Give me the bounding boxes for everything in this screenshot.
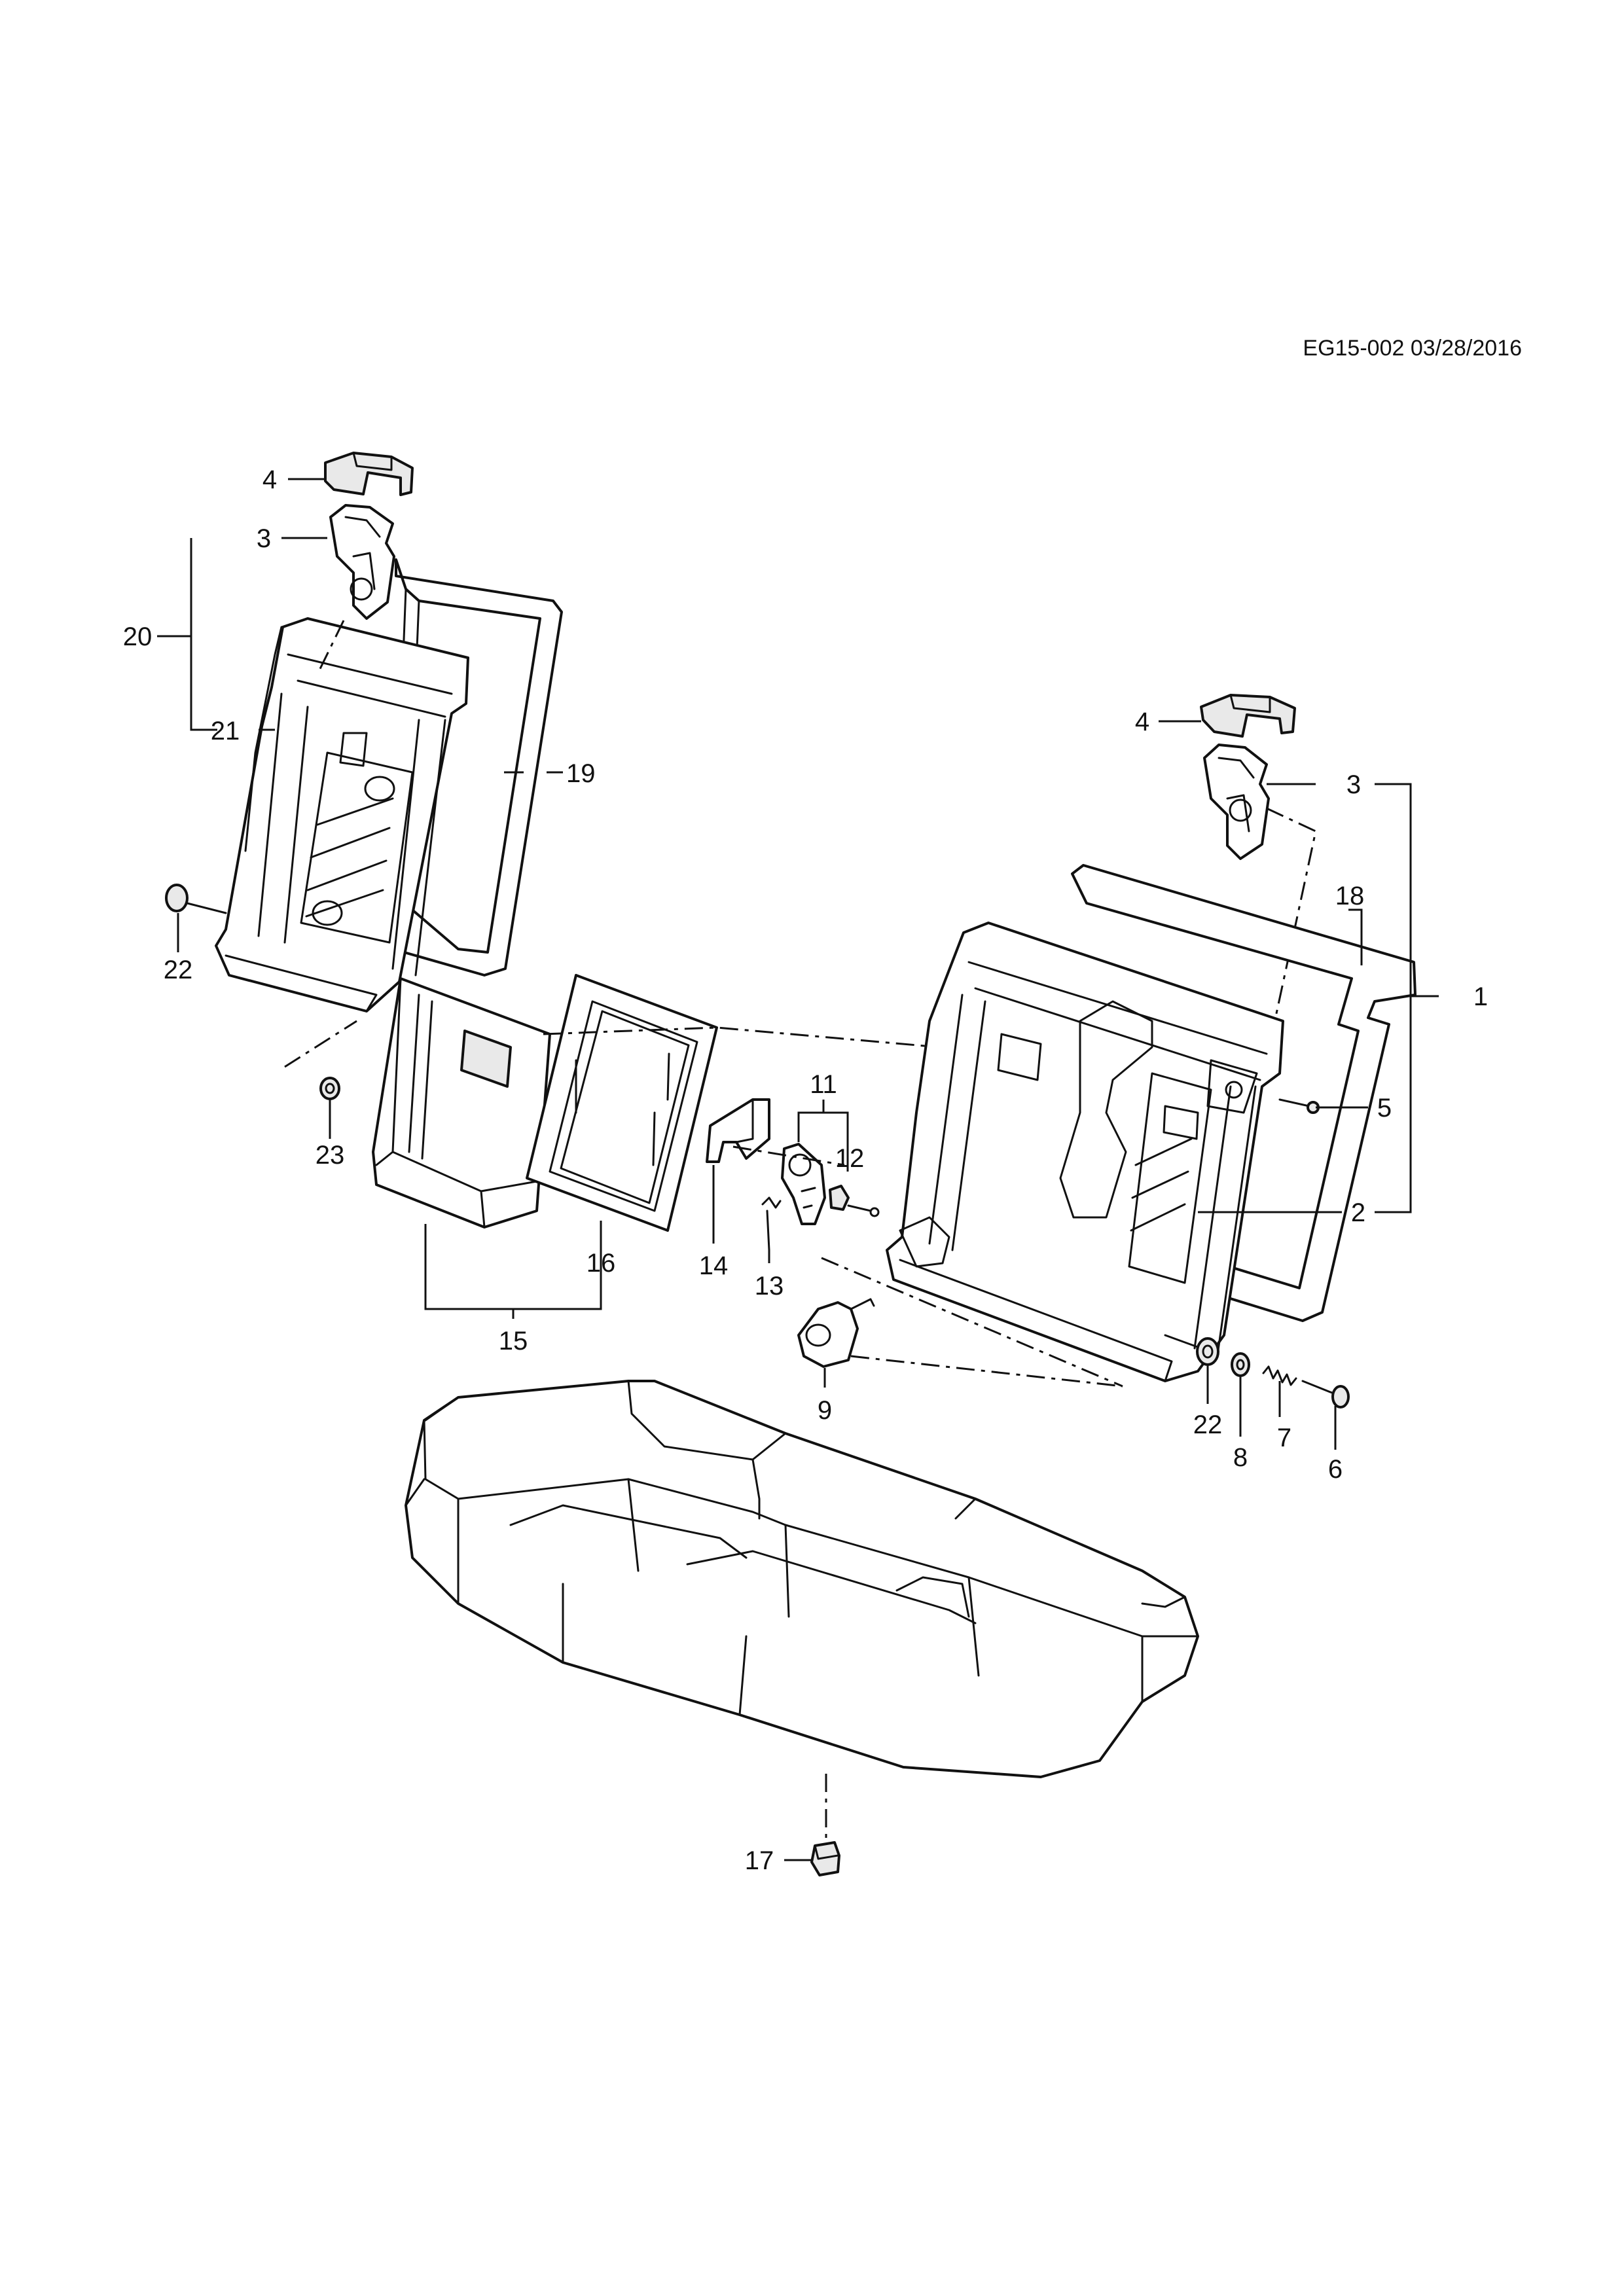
left-seatback-frame xyxy=(215,617,469,1013)
callout-11: 11 xyxy=(810,1070,837,1099)
seat-cushion xyxy=(405,1380,1199,1778)
callout-6: 6 xyxy=(1328,1455,1343,1484)
callout-4-left: 4 xyxy=(262,465,277,494)
right-backrest-pad xyxy=(1071,864,1416,1322)
callout-15: 15 xyxy=(499,1327,528,1355)
callout-3-left: 3 xyxy=(257,524,271,553)
callout-22-left: 22 xyxy=(164,956,193,984)
callout-18: 18 xyxy=(1335,882,1365,910)
right-headrest-guide xyxy=(1203,744,1270,860)
left-grommet xyxy=(319,1077,340,1100)
callout-3-right: 3 xyxy=(1346,770,1361,799)
left-pivot-bushing xyxy=(165,884,227,914)
callout-17: 17 xyxy=(745,1846,774,1875)
armrest-housing xyxy=(372,977,551,1229)
right-frame-screw xyxy=(1278,1098,1320,1114)
latch-spring xyxy=(761,1196,782,1251)
latch-clip xyxy=(829,1185,880,1217)
callout-19: 19 xyxy=(566,759,596,788)
right-spring xyxy=(1262,1365,1297,1386)
right-seatback-frame xyxy=(886,922,1284,1382)
latch-handle xyxy=(797,1298,875,1368)
cushion-fastener xyxy=(810,1841,840,1876)
callout-1: 1 xyxy=(1473,982,1488,1011)
right-headrest-cap xyxy=(1200,694,1296,738)
callout-13: 13 xyxy=(755,1272,784,1300)
latch-handle-dashline xyxy=(821,1257,1123,1388)
callout-23: 23 xyxy=(316,1141,345,1170)
callout-8: 8 xyxy=(1233,1443,1248,1472)
callout-14: 14 xyxy=(699,1251,729,1280)
latch-cover xyxy=(706,1098,770,1163)
left-grommet-dashline xyxy=(284,1020,357,1068)
armrest-cover-panel xyxy=(526,974,718,1232)
callout-16: 16 xyxy=(586,1249,616,1278)
callout-5: 5 xyxy=(1377,1094,1392,1122)
left-guide-dashline xyxy=(316,620,345,675)
callout-7: 7 xyxy=(1277,1424,1291,1452)
callout-4-right: 4 xyxy=(1135,708,1149,736)
right-guide-dashline xyxy=(1265,807,1317,1060)
callout-2: 2 xyxy=(1351,1198,1365,1227)
right-washer xyxy=(1231,1352,1250,1377)
callout-12: 12 xyxy=(835,1144,865,1173)
callout-9: 9 xyxy=(818,1396,832,1425)
left-headrest-cap xyxy=(324,452,414,496)
right-pivot-bolt xyxy=(1301,1380,1350,1408)
callout-20: 20 xyxy=(123,622,153,651)
callout-21: 21 xyxy=(211,717,240,745)
diagram-reference: EG15-002 03/28/2016 xyxy=(1303,336,1522,361)
latch-bracket xyxy=(781,1143,826,1225)
left-headrest-guide xyxy=(329,504,395,620)
callout-22-right: 22 xyxy=(1193,1410,1223,1439)
leader-lines xyxy=(157,478,1439,1861)
